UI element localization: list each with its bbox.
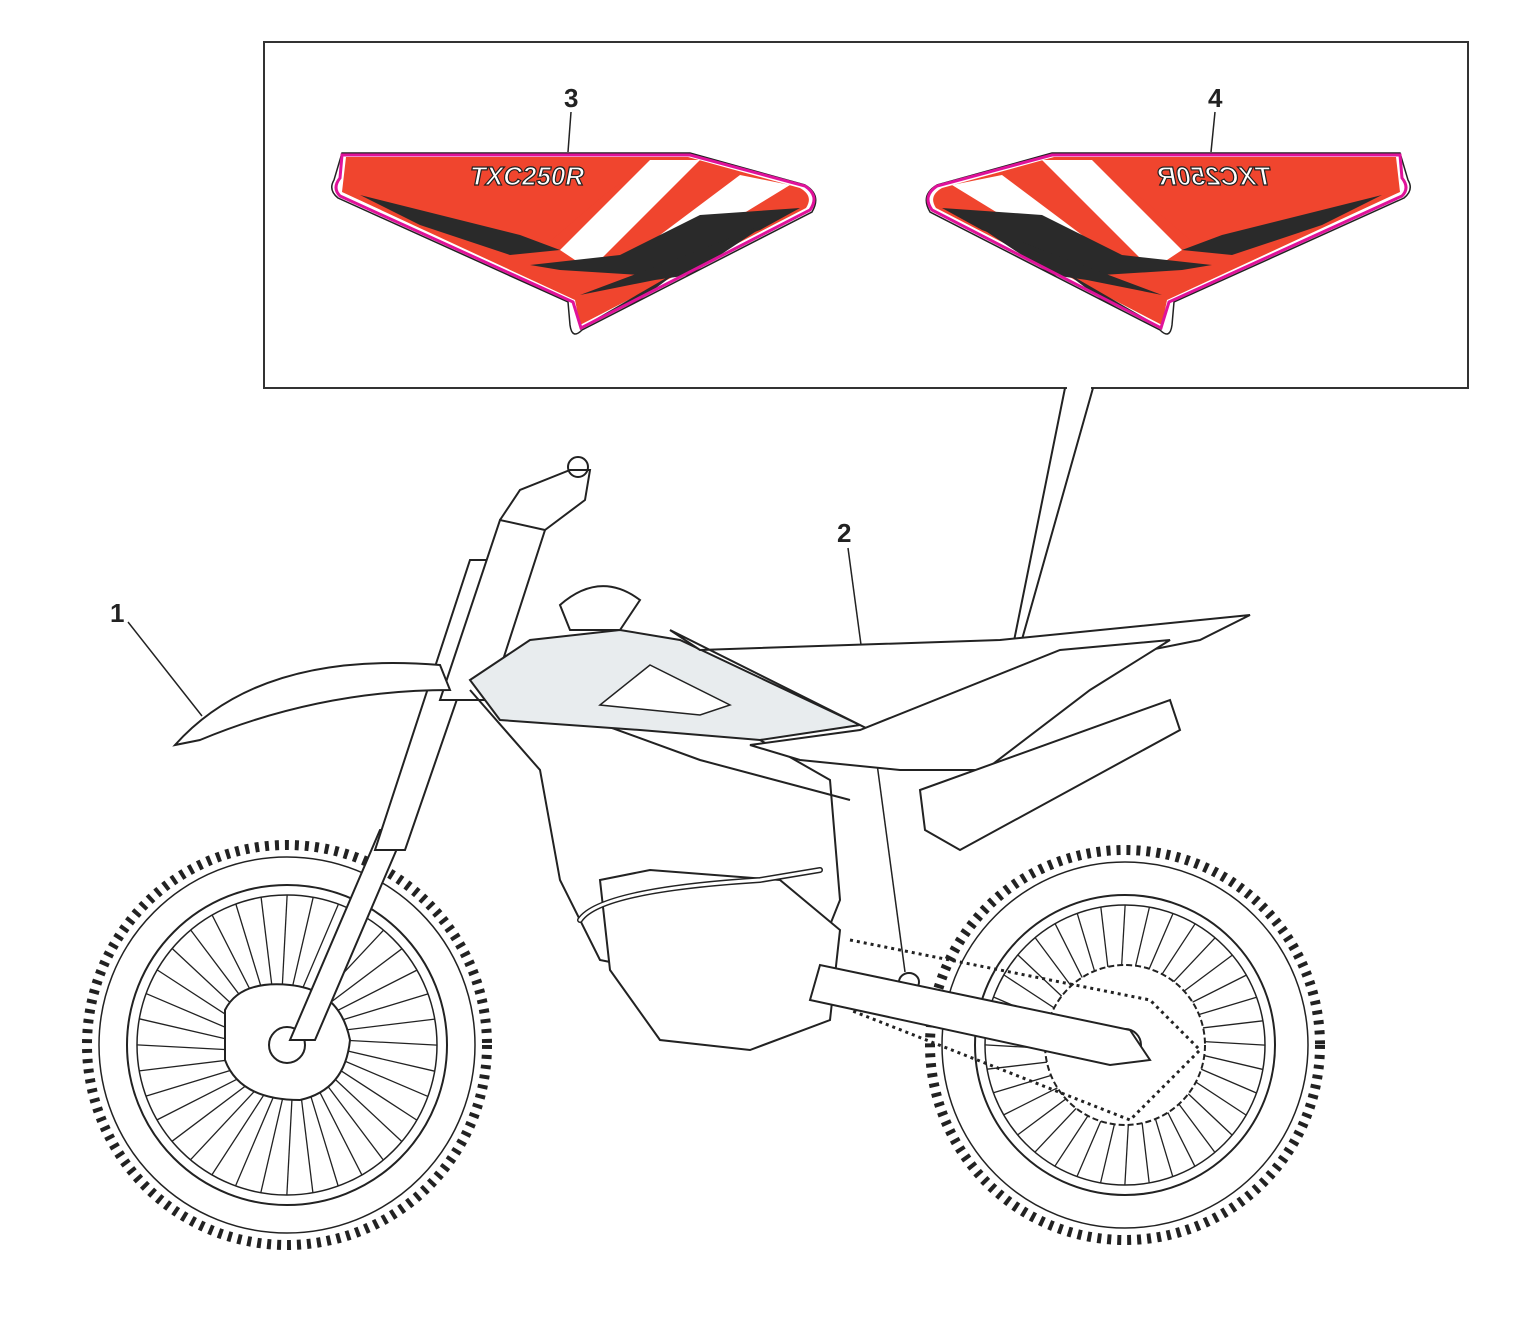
side-panel xyxy=(749,639,1171,771)
callout-4: 4 xyxy=(1208,83,1223,153)
swingarm xyxy=(808,963,1152,1067)
decal-left-panel: TXC250R xyxy=(330,151,818,336)
decal-right-panel: TXC250R xyxy=(924,151,1412,336)
callout-3: 3 xyxy=(564,83,578,153)
svg-text:1: 1 xyxy=(110,598,124,628)
handlebar xyxy=(499,469,592,531)
fuel-cap xyxy=(558,585,642,631)
svg-text:3: 3 xyxy=(564,83,578,113)
chain xyxy=(849,938,1203,1122)
decal-logo: TXC250R xyxy=(470,161,584,191)
decal-logo-mirrored: TXC250R xyxy=(1158,161,1272,191)
exhaust-silencer xyxy=(918,698,1182,852)
front-fender xyxy=(172,662,452,747)
front-fork xyxy=(288,829,407,1041)
motorcycle-drawing xyxy=(82,456,1325,1250)
engine xyxy=(598,868,842,1052)
svg-text:2: 2 xyxy=(837,518,851,548)
front-wheel xyxy=(82,840,492,1250)
svg-text:4: 4 xyxy=(1208,83,1223,113)
callout-1: 1 xyxy=(110,598,203,717)
